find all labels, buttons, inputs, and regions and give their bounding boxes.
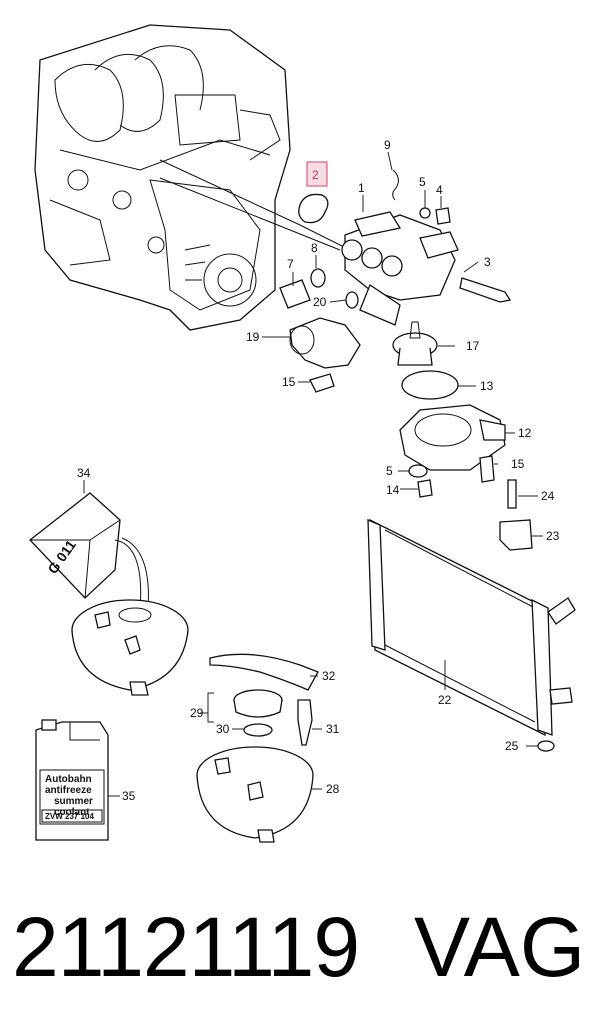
radiator-part-22 bbox=[367, 518, 576, 737]
callout-20: 20 bbox=[313, 295, 327, 309]
callout-32: 32 bbox=[322, 669, 336, 683]
brand-name: VAG bbox=[414, 900, 586, 994]
part-number: 21121119 bbox=[12, 900, 360, 994]
expansion-tank-part-28 bbox=[196, 746, 314, 843]
callout-31: 31 bbox=[326, 722, 340, 736]
washer-part-5b bbox=[408, 464, 428, 478]
callout-5a: 5 bbox=[419, 175, 426, 189]
callout-15b: 15 bbox=[511, 457, 525, 471]
washer-part-5 bbox=[419, 207, 431, 219]
callout-12: 12 bbox=[518, 426, 532, 440]
bolt-part-4 bbox=[435, 207, 451, 225]
bolt-part-24 bbox=[507, 479, 517, 509]
bottle-line-2: antifreeze bbox=[45, 785, 92, 796]
callout-30: 30 bbox=[216, 722, 230, 736]
bottle-line-4: coolant bbox=[54, 807, 90, 818]
cap-part-25 bbox=[537, 740, 555, 752]
sensor-part-31 bbox=[297, 699, 313, 746]
hose-part-32 bbox=[209, 653, 319, 691]
callout-4: 4 bbox=[436, 183, 443, 197]
callout-7: 7 bbox=[287, 257, 294, 271]
callout-2: 2 bbox=[312, 168, 319, 182]
highlight-box-part-2 bbox=[306, 161, 328, 187]
callout-35: 35 bbox=[122, 789, 136, 803]
elbow-pipe-part-19 bbox=[289, 317, 361, 369]
coolant-flange-assembly bbox=[341, 211, 459, 326]
parts-diagram: G 011 Autobahn antifreeze summer co bbox=[29, 24, 576, 843]
plug-part-7 bbox=[279, 279, 311, 309]
callout-17: 17 bbox=[466, 339, 480, 353]
leader-lines bbox=[83, 151, 543, 797]
bolt-part-15a bbox=[309, 373, 335, 393]
thermostat-housing-part-12 bbox=[399, 404, 506, 471]
seal-part-20 bbox=[345, 291, 359, 309]
clip-part-9 bbox=[392, 169, 399, 201]
bolt-part-3 bbox=[459, 277, 512, 303]
callout-15a: 15 bbox=[282, 375, 296, 389]
bracket-part-23 bbox=[499, 519, 533, 551]
expansion-tank-upper bbox=[71, 599, 189, 696]
callout-3: 3 bbox=[484, 255, 491, 269]
callout-14: 14 bbox=[386, 483, 400, 497]
o-ring-part-13 bbox=[401, 370, 459, 400]
callout-1: 1 bbox=[358, 181, 365, 195]
callout-28: 28 bbox=[326, 782, 340, 796]
bottle-line-1: Autobahn bbox=[45, 774, 92, 785]
cap-part-29 bbox=[233, 689, 283, 718]
callout-34: 34 bbox=[77, 466, 91, 480]
callout-25: 25 bbox=[505, 739, 519, 753]
coolant-bottle-part-35: Autobahn antifreeze summer coolant ZVW 2… bbox=[35, 719, 109, 841]
callout-13: 13 bbox=[480, 379, 494, 393]
coolant-canister-part-34: G 011 bbox=[29, 492, 149, 611]
thermostat-part-17 bbox=[392, 321, 438, 366]
callout-labels: 2 1 3 4 5 5 7 8 9 12 13 14 15 15 17 19 2… bbox=[77, 138, 560, 803]
callout-19: 19 bbox=[246, 330, 260, 344]
callout-5b: 5 bbox=[386, 464, 393, 478]
callout-29: 29 bbox=[190, 706, 204, 720]
seal-part-30 bbox=[243, 723, 273, 737]
bolt-part-15b bbox=[479, 455, 495, 483]
bolt-part-14 bbox=[417, 479, 433, 498]
bottle-line-3: summer bbox=[54, 796, 93, 807]
o-ring-part-8 bbox=[310, 268, 326, 288]
gasket-ring-part-2 bbox=[298, 193, 329, 224]
bottle-code: ZVW 237 104 bbox=[45, 812, 94, 821]
callout-9: 9 bbox=[384, 138, 391, 152]
callout-22: 22 bbox=[438, 693, 452, 707]
callout-24: 24 bbox=[541, 489, 555, 503]
engine-block bbox=[34, 24, 361, 331]
callout-8: 8 bbox=[311, 241, 318, 255]
callout-23: 23 bbox=[546, 529, 560, 543]
